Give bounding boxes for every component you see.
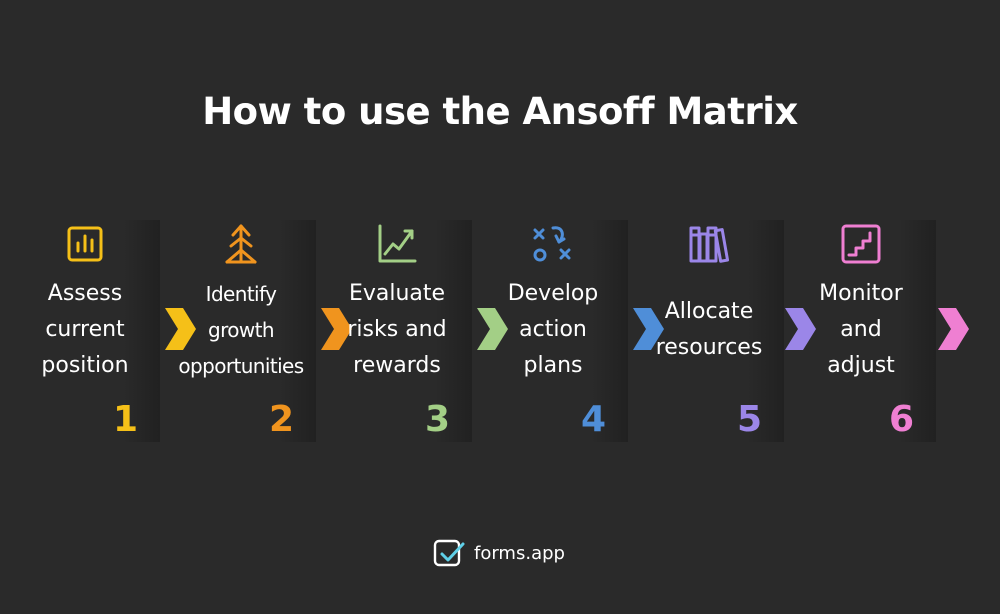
step-6-label: Monitor and adjust — [819, 281, 903, 378]
step-2-number: 2 — [268, 399, 294, 440]
step-3-shade — [322, 220, 472, 442]
brand-name: forms.app — [474, 542, 565, 564]
bar-chart-icon — [63, 222, 107, 266]
step-3: Evaluate risks and rewards 3 — [322, 220, 472, 442]
line-chart-icon — [375, 222, 419, 266]
step-4-label: Develop action plans — [507, 281, 599, 378]
step-2: Identify growth opportunities 2 — [166, 220, 316, 442]
step-6-shade — [786, 220, 936, 442]
step-1-arrow — [163, 306, 197, 352]
step-6-number: 6 — [888, 399, 914, 440]
step-1: Assess current position 1 — [10, 220, 160, 442]
step-3-arrow — [475, 306, 509, 352]
step-5-number: 5 — [736, 399, 762, 440]
books-icon — [687, 222, 731, 266]
step-5-label: Allocate resources — [655, 299, 763, 360]
step-4: Develop action plans 4 — [478, 220, 628, 442]
step-4-arrow — [631, 306, 665, 352]
strategy-plan-icon — [531, 222, 575, 266]
step-4-number: 4 — [580, 399, 606, 440]
step-3-number: 3 — [424, 399, 450, 440]
page-title: How to use the Ansoff Matrix — [202, 90, 798, 133]
step-1-number: 1 — [112, 399, 138, 440]
stairs-icon — [839, 222, 883, 266]
step-2-arrow — [319, 306, 353, 352]
growth-arrow-icon — [219, 222, 263, 266]
step-1-label: Assess current position — [41, 281, 129, 378]
forms-app-logo-icon — [432, 536, 466, 570]
step-1-shade — [10, 220, 160, 442]
step-5-arrow — [783, 306, 817, 352]
step-6-arrow — [936, 306, 970, 352]
step-5: Allocate resources 5 — [634, 220, 784, 442]
step-4-shade — [478, 220, 628, 442]
step-3-label: Evaluate risks and rewards — [347, 281, 447, 378]
brand: forms.app — [432, 536, 565, 570]
step-6: Monitor and adjust 6 — [786, 220, 936, 442]
step-2-label: Identify growth opportunities — [178, 282, 304, 378]
